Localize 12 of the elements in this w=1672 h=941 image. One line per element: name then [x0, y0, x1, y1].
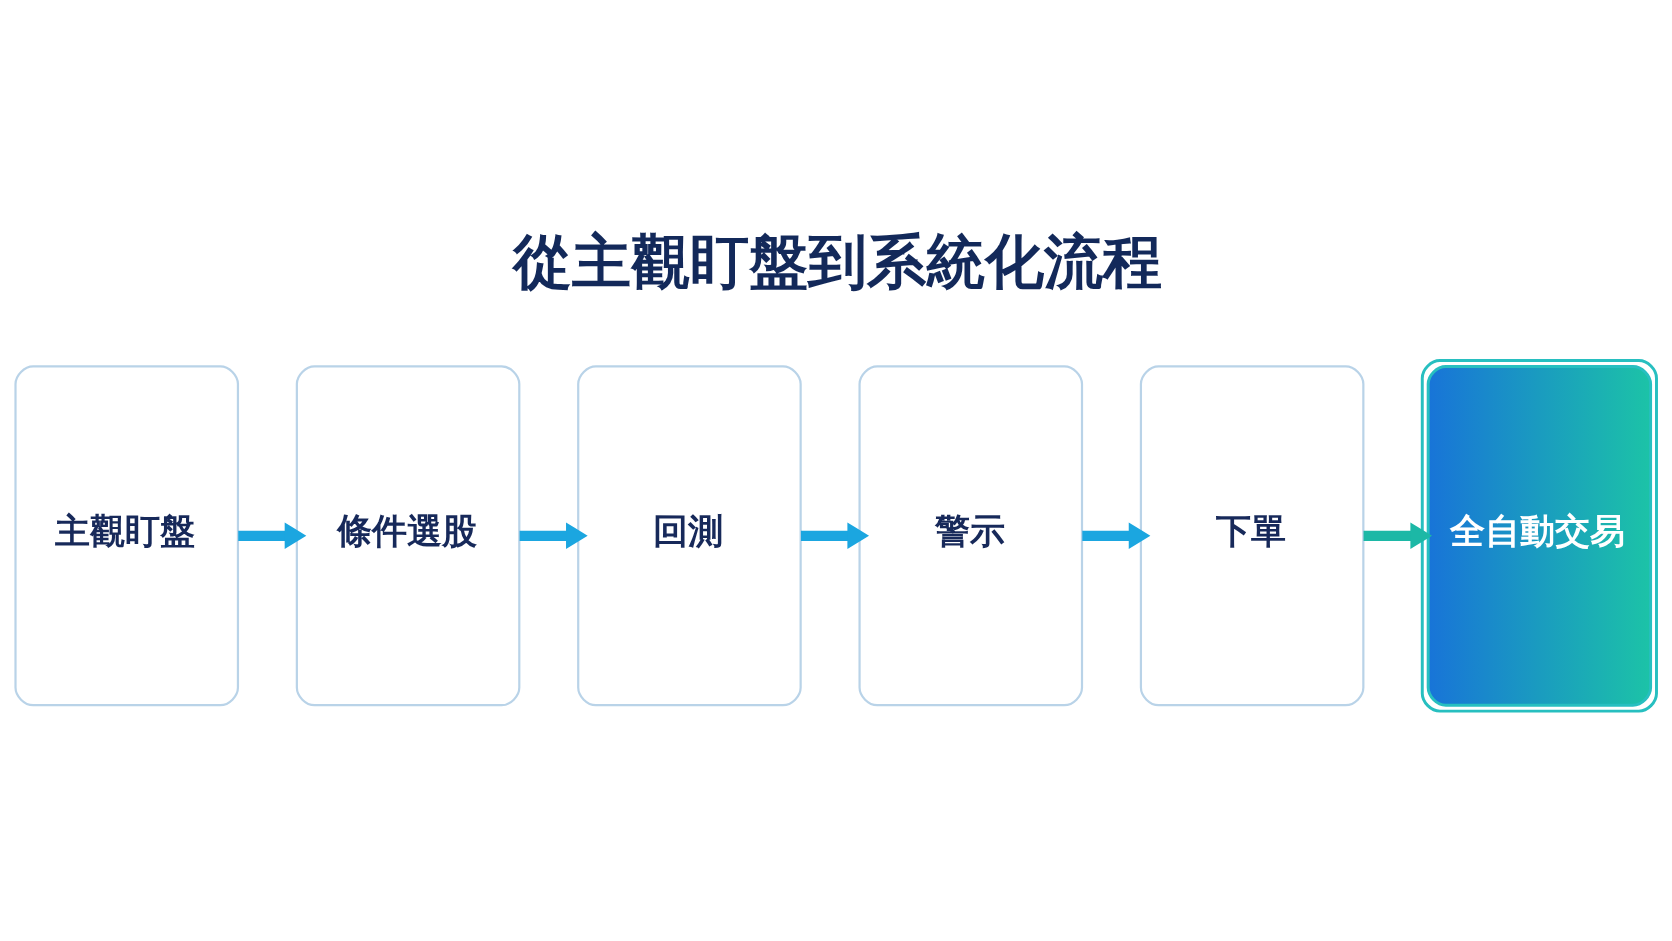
arrow — [238, 522, 307, 549]
node-box: 回測 — [577, 364, 802, 706]
node-box: 下單 — [1139, 364, 1365, 706]
arrow — [519, 522, 588, 549]
arrow — [1082, 522, 1151, 549]
arrow — [1363, 522, 1433, 549]
node-box: 警示 — [858, 364, 1084, 706]
node-box: 主觀盯盤 — [14, 364, 240, 706]
arrow — [800, 522, 870, 549]
node-box: 條件選股 — [295, 364, 521, 706]
node-box: 全自動交易 — [1420, 358, 1658, 713]
diagram-title: 從主觀盯盤到系統化流程 — [513, 226, 1163, 296]
